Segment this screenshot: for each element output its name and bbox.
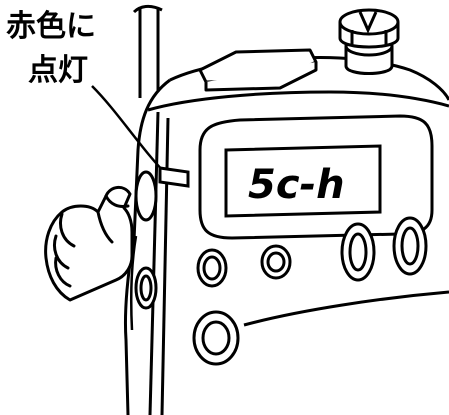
callout-line-2: 点灯 [28,53,88,88]
lcd-display: 5c-h [198,114,434,240]
volume-knob [338,8,400,75]
led-indicator-icon [158,166,190,188]
channel-readout: 5c-h [248,162,345,208]
side-strip [129,235,138,331]
side-button-lower [134,266,158,310]
side-buttons [134,170,158,310]
side-button-upper [134,170,158,222]
antenna [132,4,163,98]
front-buttons [192,216,428,366]
callout-line-1: 赤色に [6,9,96,44]
top-cap [198,48,318,92]
hand-pointer-icon [44,186,134,302]
